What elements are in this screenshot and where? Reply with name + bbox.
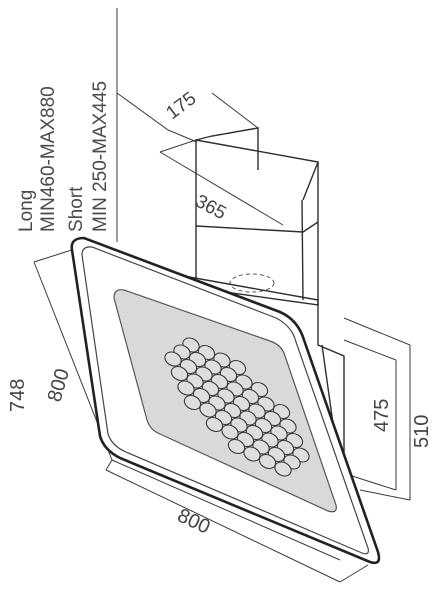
height-long-label: Long (16, 190, 37, 232)
panel-side-label: 800 (44, 366, 74, 404)
panel-width-label: 800 (174, 505, 214, 539)
body-height-label: 475 (371, 399, 393, 432)
body-depth-label: 510 (411, 415, 433, 448)
chimney-depth-label: 365 (192, 191, 230, 224)
height-short-range: MIN 250-MAX445 (90, 81, 111, 232)
height-dimension-lines (343, 317, 411, 501)
height-short-label: Short (66, 186, 87, 232)
height-long-range: MIN460-MAX880 (38, 86, 59, 232)
chimney-width-label: 175 (162, 88, 200, 124)
glass-panel (70, 236, 381, 565)
grid-hole (274, 461, 292, 477)
chimney-dimension-lines (116, 8, 284, 242)
total-height-label: 748 (7, 379, 29, 412)
perforated-grid (164, 337, 310, 477)
